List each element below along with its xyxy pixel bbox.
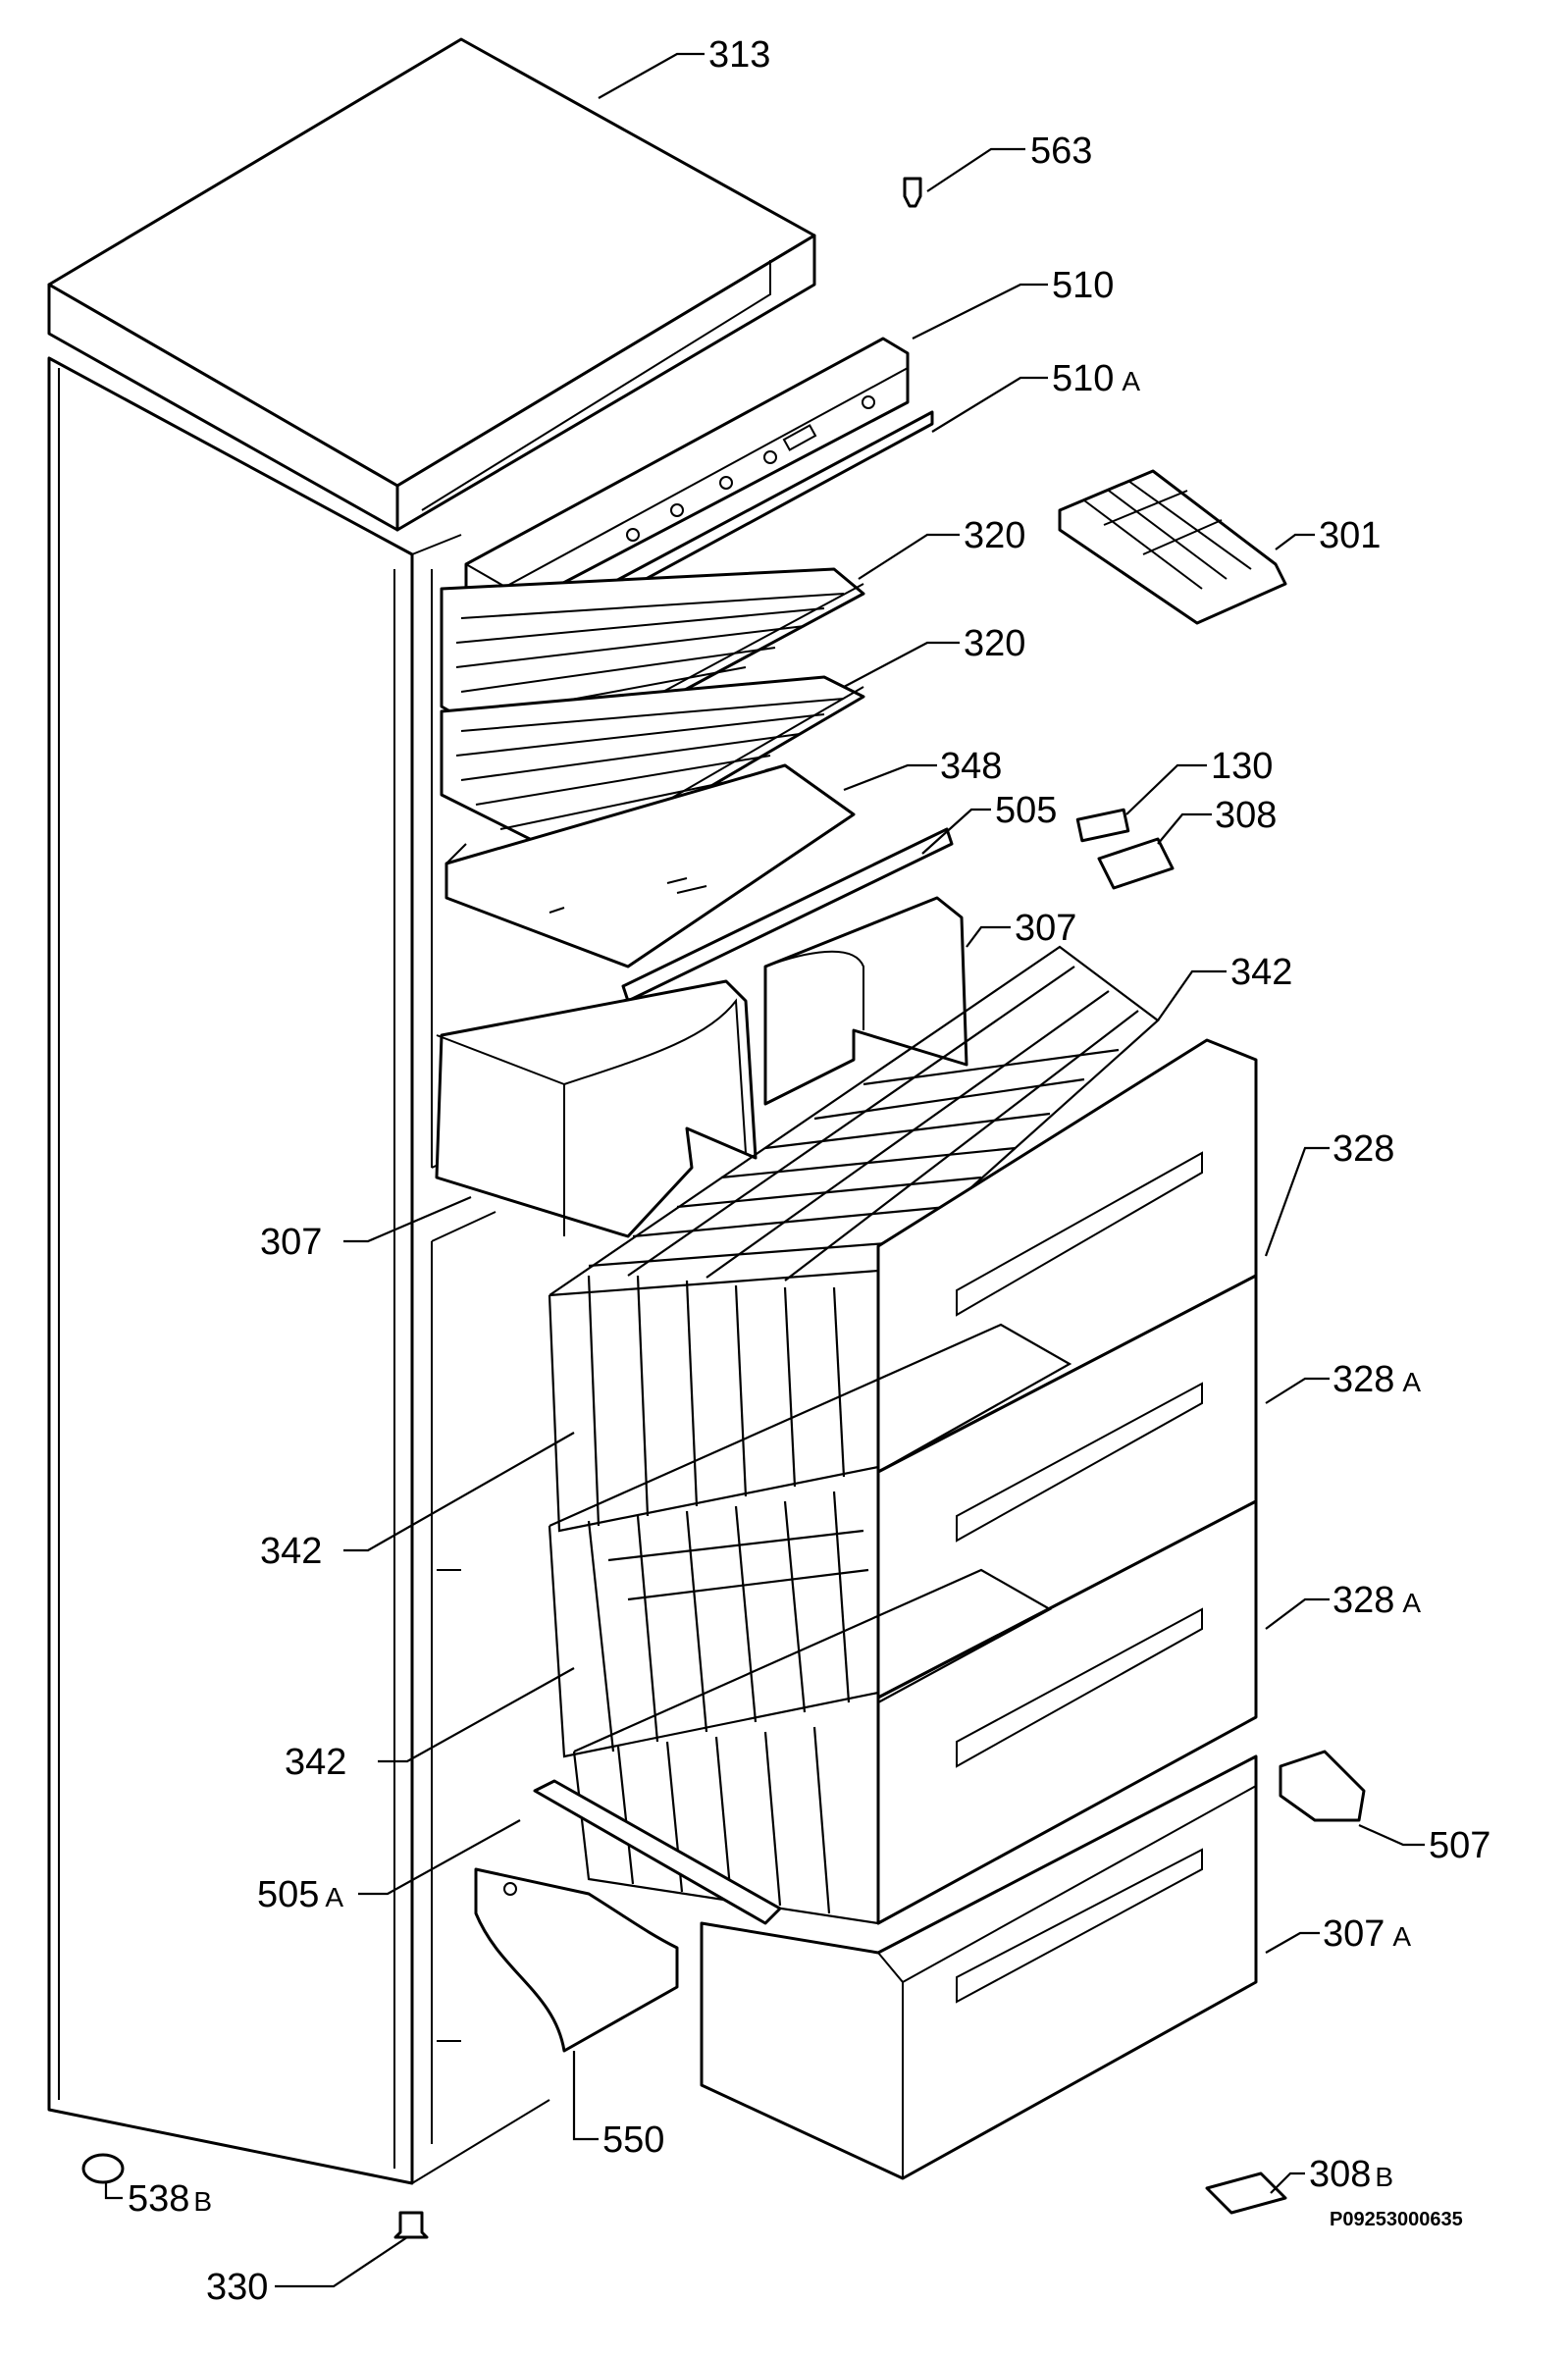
callout-342-top: 342	[1230, 952, 1292, 993]
callout-505: 505	[995, 790, 1057, 831]
callout-510: 510	[1052, 265, 1114, 306]
wire-basket-middle	[548, 1323, 1072, 1758]
door-stop-507	[1279, 1750, 1366, 1822]
bottom-drawer	[700, 1754, 1258, 2180]
bracket-308	[1097, 837, 1175, 890]
top-cover	[47, 37, 816, 532]
clip-130	[1075, 808, 1130, 843]
callout-342-middle: 342	[260, 1531, 322, 1572]
cabinet-body	[47, 356, 550, 2185]
callout-320-upper: 320	[964, 515, 1025, 556]
callout-342-bottom: 342	[285, 1742, 346, 1783]
small-drawer-right	[763, 896, 968, 1106]
callout-328: 328	[1333, 1128, 1394, 1170]
glass-plate	[444, 763, 856, 968]
callout-320-lower: 320	[964, 623, 1025, 664]
foot-330	[393, 2211, 429, 2239]
callout-301: 301	[1319, 515, 1381, 556]
bottom-strip	[533, 1779, 782, 1925]
callout-308: 308	[1215, 795, 1277, 836]
diagram-code: P09253000635	[1330, 2209, 1463, 2230]
callout-307-left: 307	[260, 1222, 322, 1263]
callout-348: 348	[940, 746, 1002, 787]
bottom-cover	[474, 1867, 679, 2053]
callout-507: 507	[1429, 1825, 1490, 1866]
drawer-front-328	[876, 1038, 1258, 1474]
callout-130: 130	[1211, 746, 1273, 787]
callout-330: 330	[206, 2267, 268, 2308]
foot-538b	[81, 2153, 125, 2184]
small-drawer-left	[435, 979, 758, 1238]
hinge-308b	[1205, 2172, 1287, 2215]
callout-550: 550	[602, 2120, 664, 2161]
callout-307-upper: 307	[1015, 908, 1076, 949]
ice-tray	[1058, 469, 1287, 625]
callout-313: 313	[708, 34, 770, 76]
screw-563	[903, 177, 922, 208]
callout-563: 563	[1030, 131, 1092, 172]
front-strip	[621, 827, 954, 1003]
drawer-front-328a-lower	[876, 1499, 1258, 1925]
leader-lines	[104, 52, 1425, 2288]
